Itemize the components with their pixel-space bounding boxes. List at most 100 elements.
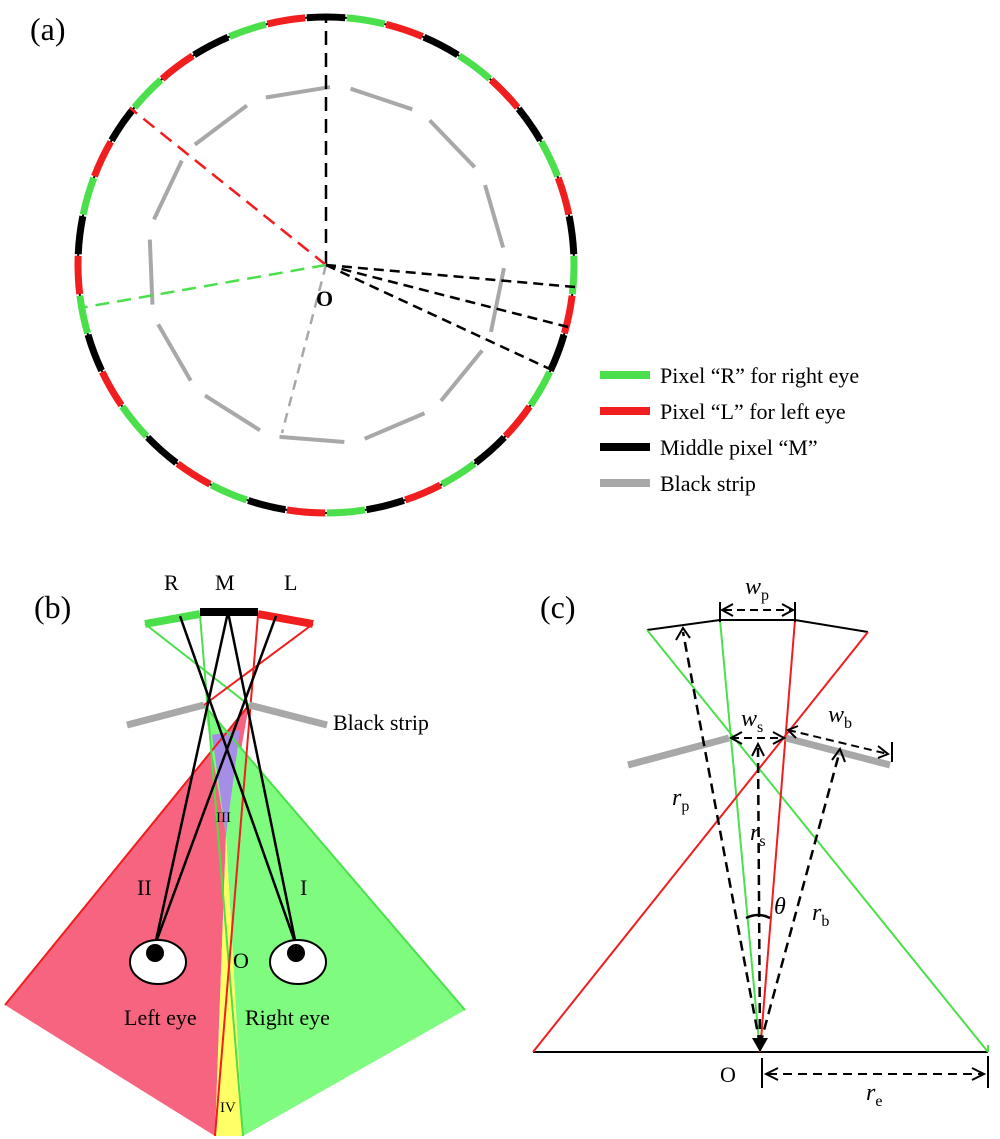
ring-pixel-l [286, 506, 326, 517]
left-eye-icon [129, 939, 187, 985]
pixel-r-green [144, 610, 201, 628]
ring-black-strip [156, 323, 193, 382]
ring-pixel-r [119, 404, 150, 439]
ring-black-strip [428, 118, 477, 169]
pixel-l-red [257, 610, 314, 628]
ring-pixel-m [365, 497, 405, 514]
panel-c: (c) wp ws [532, 574, 989, 1110]
legend-label-m: Middle pixel “M” [660, 435, 818, 460]
ring-pixel-l [175, 460, 212, 488]
rb-arrow-head [831, 746, 846, 763]
wb-dimension [786, 725, 893, 762]
ring-pixel-r [527, 370, 553, 408]
legend-label-l: Pixel “L” for left eye [660, 399, 846, 424]
zone-label-ii: II [137, 875, 152, 900]
ring-pixel-r [568, 255, 578, 295]
ring-pixel-l [502, 404, 533, 439]
rp-arrow-head [675, 626, 691, 641]
rb-arrow [758, 753, 841, 1046]
ray-to-strip [280, 264, 328, 434]
re-dimension [761, 1056, 989, 1088]
ray-black-2 [325, 263, 569, 329]
ring-black-strip [265, 85, 331, 100]
ring-pixel-r [538, 139, 561, 178]
zone-i-green [204, 705, 465, 1136]
ring-black-strip [363, 411, 426, 441]
pixel-arc [646, 619, 869, 633]
red-outer-line [532, 631, 869, 1053]
theta-arc [745, 913, 771, 920]
ring-black-strip [152, 159, 184, 221]
ring-pixel-r [79, 176, 98, 216]
ring-pixel-r [457, 52, 493, 82]
zone-ii-red [5, 705, 249, 1136]
ring-pixel-l [554, 176, 573, 216]
ring-pixel-m [565, 215, 578, 255]
label-re: re [866, 1080, 882, 1110]
ring-pixel-r [131, 77, 164, 110]
ray-left [129, 107, 327, 266]
wp-dimension [719, 602, 796, 622]
legend-label-strip: Black strip [660, 471, 756, 496]
ring-pixel-l [561, 295, 576, 335]
ring-pixel-l [91, 139, 114, 178]
panel-b-center-o: O [233, 948, 249, 973]
ring-pixel-m [84, 333, 105, 373]
label-theta: θ [774, 894, 786, 920]
pixel-label-m: M [215, 570, 235, 595]
ring-black-strip [349, 86, 413, 112]
label-rb: rb [812, 900, 829, 930]
zone-label-i: I [300, 875, 307, 900]
ring-pixel-l [74, 255, 84, 295]
legend-swatch-gray [600, 479, 650, 487]
panel-b-label: (b) [34, 589, 71, 625]
ray-m-right-eye [226, 611, 298, 946]
right-eye-icon [269, 939, 327, 985]
green-inner-line [719, 619, 761, 1053]
ring-pixel-m [247, 497, 287, 514]
green-outer-line [646, 629, 989, 1053]
zone-ii-outer-edge [4, 704, 250, 1006]
ring-pixel-m [473, 434, 507, 466]
ring-black-strip [439, 349, 484, 403]
ring-pixel-m [108, 106, 137, 143]
zone-label-iv: IV [220, 1100, 236, 1116]
panel-b: (b) R M L Black strip [4, 570, 466, 1137]
ring-pixel-r [440, 460, 477, 488]
ray-black-1 [325, 263, 576, 289]
strip-left [627, 734, 730, 769]
label-ws: ws [741, 706, 763, 736]
ray-l-right-eye [153, 615, 278, 946]
rp-arrow [681, 631, 762, 1046]
ring-pixel-l [266, 14, 306, 28]
panel-a: (a) O [30, 11, 578, 517]
ring-black-strip [483, 184, 506, 249]
ring-black-strip [147, 239, 155, 305]
ring-pixel-l [488, 77, 521, 110]
ring-pixel-r [326, 506, 366, 517]
ring-pixel-r [228, 21, 267, 40]
ws-dimension [728, 731, 787, 745]
ray-right [79, 263, 327, 310]
ring-pixel-m [306, 13, 346, 22]
ring-pixel-m [515, 106, 544, 143]
pixel-ring [74, 13, 578, 517]
ring-black-strip [203, 393, 262, 432]
legend: Pixel “R” for right eye Pixel “L” for le… [600, 363, 859, 496]
black-strip-right [248, 701, 328, 729]
ring-pixel-m [145, 434, 179, 466]
ring-black-strip [193, 103, 249, 147]
ring-pixel-r [209, 481, 248, 504]
black-strip-label: Black strip [333, 710, 429, 735]
pixel-label-r: R [164, 570, 179, 595]
right-eye-label: Right eye [245, 1005, 330, 1030]
label-rs: rs [750, 820, 766, 850]
zone-label-iii: III [216, 810, 231, 826]
ring-pixel-l [404, 481, 443, 504]
rs-arrow [756, 747, 762, 1046]
red-inner-line [759, 619, 796, 1053]
ring-pixel-l [99, 370, 125, 408]
zone-i-outer-edge [203, 704, 466, 1011]
label-rp: rp [672, 785, 689, 815]
